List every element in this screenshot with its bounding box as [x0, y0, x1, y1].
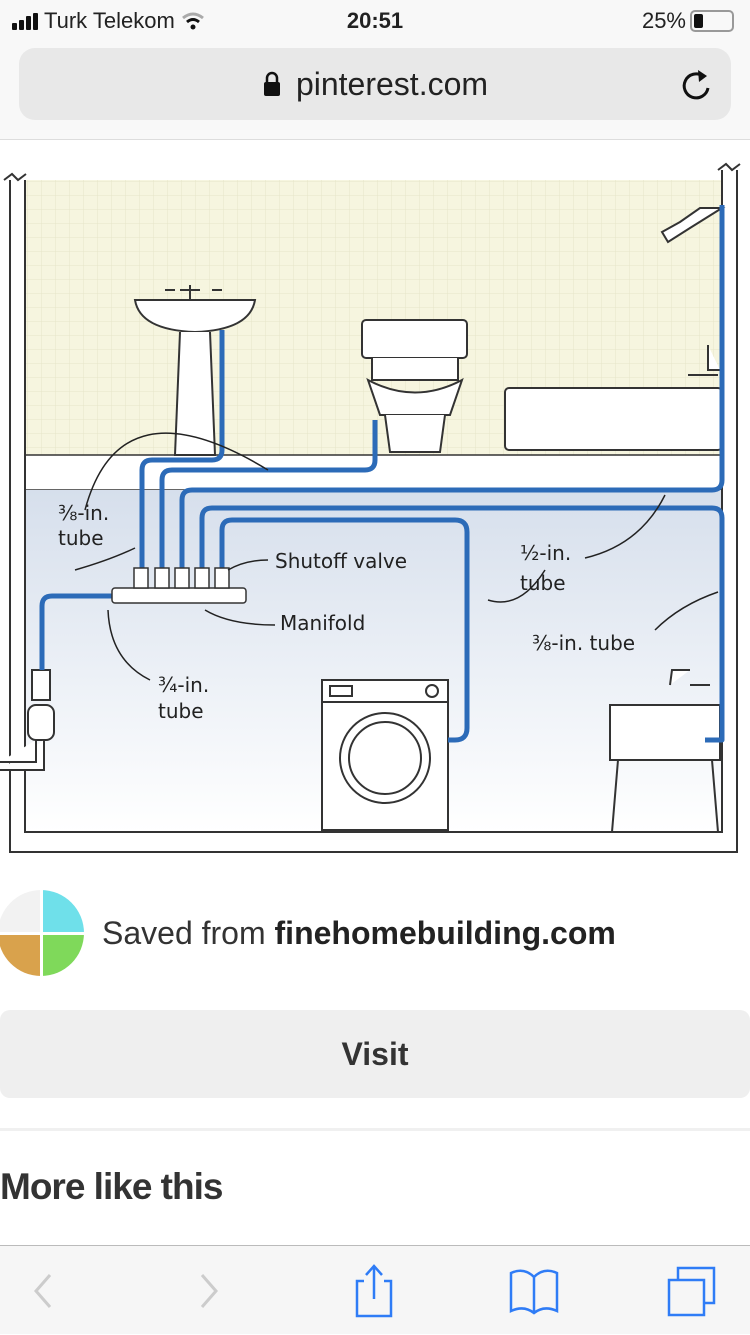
- battery-percent: 25%: [641, 8, 686, 33]
- label-38-tube-top: ⅜-in.: [58, 501, 109, 525]
- divider: [0, 1128, 750, 1131]
- shower-head: [660, 207, 726, 244]
- forward-button[interactable]: [170, 1246, 250, 1335]
- label-34-tube-bottom: tube: [158, 699, 204, 723]
- utility-sink: [609, 669, 721, 833]
- toilet: [361, 319, 468, 453]
- callout-arrows: [74, 432, 719, 681]
- browser-chrome: pinterest.com: [0, 40, 750, 140]
- plumbing-diagram: ⅜-in. tube Shutoff valve Manifold ¾-in. …: [0, 162, 741, 853]
- label-shutoff-valve: Shutoff valve: [275, 549, 407, 573]
- back-button[interactable]: [2, 1246, 82, 1335]
- label-38-tube-bottom: tube: [58, 526, 104, 550]
- pin-source: Saved from finehomebuilding.com: [0, 890, 616, 976]
- tabs-icon: [667, 1266, 716, 1316]
- more-like-this-heading: More like this: [0, 1166, 223, 1207]
- label-12-tube-bottom: tube: [520, 571, 566, 595]
- label-12-tube-top: ½-in.: [520, 541, 571, 565]
- share-button[interactable]: [334, 1246, 414, 1335]
- visit-button[interactable]: Visit: [0, 1010, 750, 1098]
- label-34-tube-top: ¾-in.: [158, 673, 209, 697]
- battery-icon: [690, 10, 734, 32]
- bookmarks-button[interactable]: [494, 1246, 574, 1335]
- browser-toolbar: [0, 1245, 750, 1334]
- source-avatar[interactable]: [0, 890, 84, 976]
- reload-icon[interactable]: [681, 68, 713, 102]
- chevron-right-icon: [200, 1273, 218, 1308]
- wifi-icon: [181, 12, 204, 30]
- clock: 20:51: [346, 8, 404, 33]
- address-bar[interactable]: pinterest.com: [19, 48, 731, 120]
- washing-machine: [321, 679, 449, 831]
- manifold: [111, 567, 247, 604]
- pex-pipes: [39, 205, 725, 743]
- url-text: pinterest.com: [295, 65, 489, 102]
- lock-icon: [263, 71, 280, 96]
- carrier-name: Turk Telekom: [44, 8, 175, 33]
- main-valve: [0, 669, 55, 771]
- signal-icon: [12, 12, 38, 30]
- pedestal-sink: [133, 285, 257, 456]
- saved-from-label: Saved from: [102, 914, 275, 951]
- share-icon: [355, 1263, 393, 1317]
- status-bar: Turk Telekom 20:51 25%: [0, 0, 750, 40]
- label-38-tube-b: ⅜-in. tube: [532, 631, 635, 655]
- chevron-left-icon: [34, 1273, 52, 1308]
- tabs-button[interactable]: [652, 1246, 732, 1335]
- label-manifold: Manifold: [280, 611, 365, 635]
- book-icon: [509, 1269, 559, 1315]
- source-link[interactable]: finehomebuilding.com: [274, 914, 616, 951]
